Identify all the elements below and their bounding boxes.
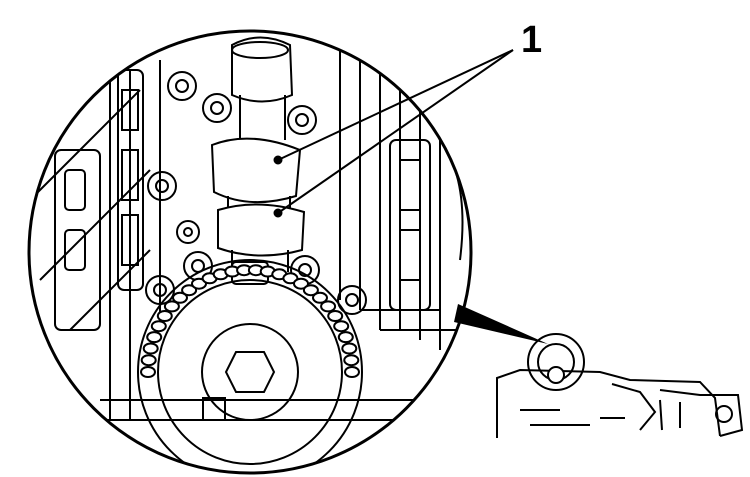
callout-number: 1: [521, 19, 543, 61]
camshaft: [210, 36, 306, 272]
callout-leaders: [273, 49, 514, 218]
chain-link: [282, 272, 299, 285]
timing-chain: [140, 264, 360, 378]
chain-link: [191, 277, 207, 290]
chain-link: [302, 284, 319, 297]
chain-link: [140, 354, 157, 367]
chain-link: [156, 310, 173, 322]
chain-link: [293, 277, 309, 290]
cam-sprocket: [137, 259, 363, 473]
chain-link: [333, 320, 350, 333]
magnifier-connector: [454, 304, 548, 344]
chain-link: [337, 331, 354, 344]
chain-link: [344, 366, 360, 378]
chain-link: [172, 291, 188, 304]
chain-link: [163, 300, 180, 313]
chain-link: [150, 320, 167, 333]
chain-link: [320, 300, 337, 313]
chain-link: [142, 342, 159, 355]
chain-link: [140, 366, 156, 378]
engine-overview: [496, 333, 744, 438]
chain-link: [343, 354, 360, 367]
magnifier-lens: [27, 29, 473, 475]
magnified-detail: [29, 36, 464, 473]
chain-link: [312, 291, 328, 304]
chain-link: [181, 284, 198, 297]
chain-link: [146, 331, 163, 344]
chain-link: [327, 310, 344, 322]
chain-link: [341, 342, 358, 355]
